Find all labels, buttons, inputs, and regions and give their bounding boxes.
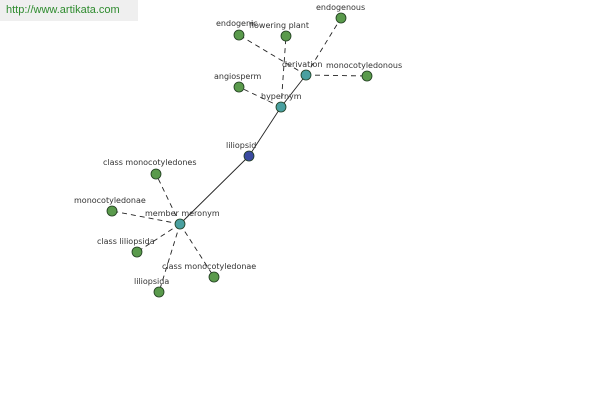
node-marker-liliopsida[interactable] [153, 286, 165, 298]
edges-layer [111, 17, 368, 293]
node-marker-monocotyledonae[interactable] [106, 205, 118, 217]
node-marker-class-monocotyledonae[interactable] [208, 271, 220, 283]
edge-hypernym-to-angiosperm [238, 86, 282, 108]
node-class-monocotyledones[interactable]: class monocotyledones [103, 158, 197, 180]
edge-hypernym-to-derivation [280, 74, 307, 108]
node-marker-member-meronym[interactable] [174, 218, 186, 230]
edge-hypernym-to-flowering-plant [280, 35, 287, 108]
node-marker-endogenous[interactable] [335, 12, 347, 24]
node-member-meronym[interactable]: member meronym [145, 209, 220, 230]
node-label-endogenic: endogenic [216, 19, 258, 28]
edge-derivation-to-endogenic [238, 34, 307, 76]
edge-liliopsid-to-member-meronym [179, 155, 250, 225]
node-marker-derivation[interactable] [300, 69, 312, 81]
edge-member-meronym-to-liliopsida [158, 223, 181, 293]
node-label-class-monocotyledonae: class monocotyledonae [162, 262, 256, 271]
node-label-endogenous: endogenous [316, 3, 365, 12]
node-marker-hypernym[interactable] [275, 101, 287, 113]
node-label-liliopsida: liliopsida [134, 277, 169, 286]
edge-member-meronym-to-monocotyledonae [111, 210, 181, 225]
node-monocotyledonae[interactable]: monocotyledonae [74, 196, 146, 217]
node-label-angiosperm: angiosperm [214, 72, 261, 81]
edge-derivation-to-endogenous [305, 17, 342, 76]
node-label-hypernym: hypernym [261, 92, 302, 101]
node-monocotyledonous[interactable]: monocotyledonous [326, 61, 402, 82]
node-marker-class-monocotyledones[interactable] [150, 168, 162, 180]
node-label-class-monocotyledones: class monocotyledones [103, 158, 197, 167]
node-marker-endogenic[interactable] [233, 29, 245, 41]
node-class-liliopsida[interactable]: class liliopsida [97, 237, 155, 258]
edge-member-meronym-to-class-monocotyledonae [179, 223, 215, 278]
node-label-monocotyledonae: monocotyledonae [74, 196, 146, 205]
edge-derivation-to-monocotyledonous [305, 74, 368, 77]
node-flowering-plant[interactable]: flowering plant [249, 21, 309, 42]
node-angiosperm[interactable]: angiosperm [214, 72, 261, 93]
node-label-derivation: derivation [282, 60, 322, 69]
watermark-link[interactable]: http://www.artikata.com [0, 0, 138, 21]
node-endogenic[interactable]: endogenic [216, 19, 258, 41]
node-derivation[interactable]: derivation [282, 60, 322, 81]
node-marker-flowering-plant[interactable] [280, 30, 292, 42]
node-label-member-meronym: member meronym [145, 209, 220, 218]
node-marker-liliopsid[interactable] [243, 150, 255, 162]
node-class-monocotyledonae[interactable]: class monocotyledonae [162, 262, 256, 283]
node-marker-monocotyledonous[interactable] [361, 70, 373, 82]
node-label-monocotyledonous: monocotyledonous [326, 61, 402, 70]
node-marker-class-liliopsida[interactable] [131, 246, 143, 258]
node-label-class-liliopsida: class liliopsida [97, 237, 155, 246]
node-liliopsid[interactable]: liliopsid [226, 141, 256, 162]
edge-member-meronym-to-class-monocotyledones [155, 173, 181, 225]
node-hypernym[interactable]: hypernym [261, 92, 302, 113]
node-label-flowering-plant: flowering plant [249, 21, 309, 30]
node-label-liliopsid: liliopsid [226, 141, 256, 150]
node-liliopsida[interactable]: liliopsida [134, 277, 169, 298]
node-marker-angiosperm[interactable] [233, 81, 245, 93]
nodes-layer: liliopsid hypernym derivation member merony… [74, 3, 402, 298]
edge-liliopsid-to-hypernym [248, 106, 282, 157]
node-endogenous[interactable]: endogenous [316, 3, 365, 24]
